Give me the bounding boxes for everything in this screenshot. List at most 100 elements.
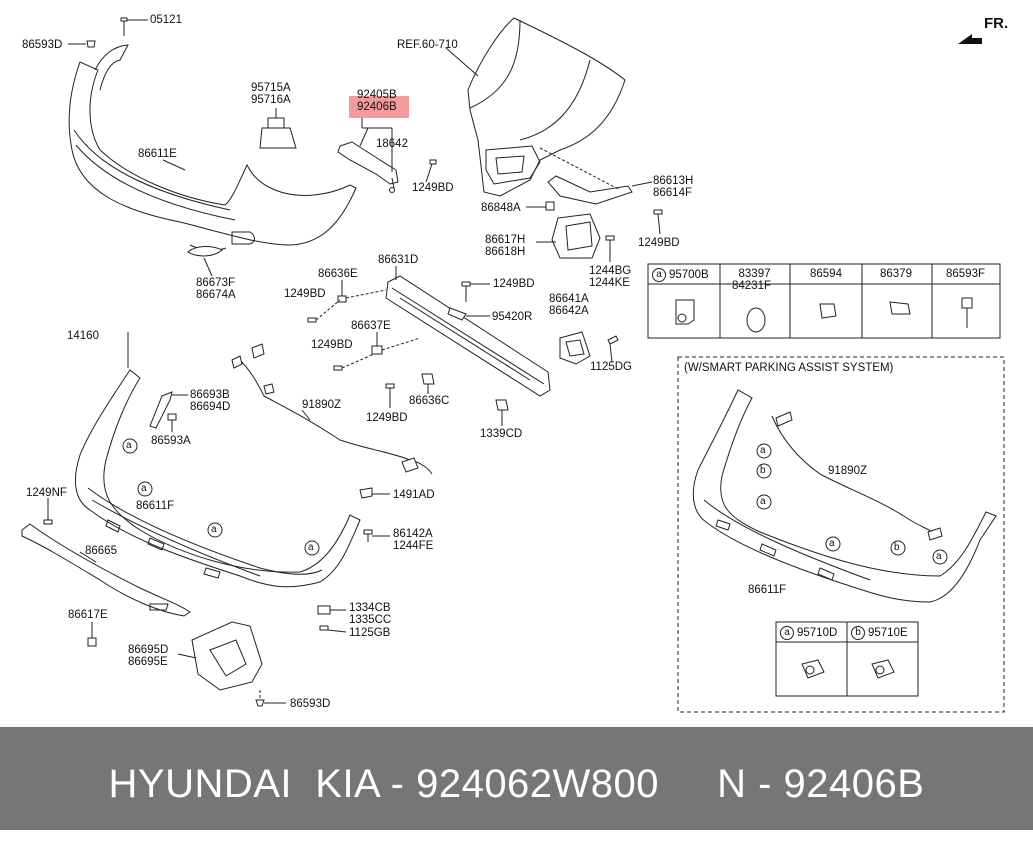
- bolt-1244bg: [605, 235, 615, 262]
- spas-bumper: [692, 389, 997, 603]
- part-label-1244ke: 1244KE: [589, 277, 630, 289]
- selected-part-highlight: [349, 96, 409, 118]
- part-label-92406b: 92406B: [357, 101, 397, 113]
- part-label-1249bd-a: 1249BD: [412, 182, 454, 194]
- rear-body-panel: [445, 17, 626, 197]
- part-label-86695e: 86695E: [128, 656, 168, 668]
- spas-cell-label: 95710D: [797, 627, 838, 640]
- clip-1334cb: [317, 605, 346, 615]
- bracket-86617h: [536, 213, 601, 259]
- spas-cell-label: 95710E: [868, 627, 908, 640]
- ref-label: REF.60-710: [397, 39, 458, 51]
- part-label-86617h: 86617H: [485, 234, 526, 246]
- part-label-86593a: 86593A: [151, 435, 191, 447]
- reflector: [187, 246, 223, 277]
- part-label-1244bg: 1244BG: [589, 265, 632, 277]
- spas-table-grid: [775, 621, 919, 697]
- part-label-92405b: 92405B: [357, 89, 397, 101]
- bracket-86641a: [559, 331, 591, 365]
- part-label-86618h: 86618H: [485, 246, 526, 258]
- part-label-86611e: 86611E: [138, 148, 177, 160]
- callout-letter: b: [894, 542, 900, 553]
- part-label-86631d: 86631D: [378, 254, 419, 266]
- wire-harness-91890z: [231, 343, 433, 475]
- side-bracket-86613h: [547, 175, 653, 205]
- part-label-86641a: 86641A: [549, 293, 589, 305]
- callout-letter: a: [760, 496, 766, 507]
- part-label-86637e: 86637E: [351, 320, 391, 332]
- table-cell-label: 84231F: [732, 280, 772, 292]
- callout-letter: a: [652, 268, 666, 282]
- part-label-86614f: 86614F: [653, 187, 693, 199]
- part-label-1491ad: 1491AD: [393, 489, 435, 501]
- bolt-1249nf: [43, 498, 53, 525]
- plug-icon-86379: [889, 301, 911, 315]
- callout-letter: a: [141, 483, 147, 494]
- parts-diagram: FR. REF.60-710 05121 86593D 86611E 86673…: [21, 14, 1009, 713]
- part-label-86673f: 86673F: [196, 277, 236, 289]
- bolt-1249bd-d: [461, 281, 490, 302]
- bolt-1125gb: [319, 625, 347, 633]
- part-label-86665: 86665: [85, 545, 117, 557]
- bracket-92406b: [337, 118, 399, 193]
- callout-letter: a: [780, 626, 794, 640]
- part-label-95716a: 95716A: [251, 94, 291, 106]
- clip-86637e: [371, 332, 421, 355]
- mud-guard-86695d: [177, 621, 263, 691]
- table-cell-86593f: 86593F: [946, 268, 986, 280]
- part-label-95420r: 95420R: [492, 311, 533, 323]
- part-label-14160: 14160: [67, 330, 99, 342]
- front-direction-label: FR.: [984, 15, 1009, 32]
- bolt-1125dg: [607, 335, 619, 363]
- sensor-icon-95710e: [871, 659, 895, 679]
- brand-part-number: HYUNDAI KIA - 924062W800: [108, 762, 660, 806]
- bolt-icon-86593f: [961, 297, 973, 328]
- clip-86617e: [87, 622, 97, 647]
- callout-letter: b: [851, 626, 865, 640]
- bolt-1249bd-b: [653, 209, 663, 235]
- part-label-86642a: 86642A: [549, 305, 589, 317]
- part-label-86142a: 86142A: [393, 528, 433, 540]
- clip-86636c: [421, 373, 435, 394]
- part-label-86694d: 86694D: [190, 401, 231, 413]
- part-label-86693b: 86693B: [190, 389, 230, 401]
- seal-icon-83397: [746, 307, 766, 333]
- part-label-86611f: 86611F: [136, 500, 175, 512]
- part-label-86695d: 86695D: [128, 644, 169, 656]
- part-label-86617e: 86617E: [68, 609, 108, 621]
- clip-86848a: [526, 201, 555, 211]
- bolt-1249bd-f: [385, 383, 395, 408]
- lower-bumper-cover-86611f: [74, 369, 361, 588]
- part-label-1249nf: 1249NF: [26, 487, 67, 499]
- screw-86142a: [363, 529, 390, 542]
- callout-letter: b: [760, 465, 766, 476]
- part-label-05121: 05121: [150, 14, 182, 26]
- bolt-1249bd-c: [307, 299, 341, 323]
- bolt-1249bd-a: [425, 159, 437, 183]
- part-label-86636c: 86636C: [409, 395, 450, 407]
- front-arrow-icon: [958, 34, 982, 44]
- part-number-footer: HYUNDAI KIA - 924062W800 N - 92406B: [0, 727, 1033, 830]
- sensor-icon-95700b: [675, 299, 695, 325]
- part-label-1249bd-d: 1249BD: [493, 278, 535, 290]
- part-label-1125dg: 1125DG: [590, 361, 632, 373]
- part-label-86674a: 86674A: [196, 289, 236, 301]
- bolt-05121: [120, 17, 148, 36]
- table-cell-86594: 86594: [810, 268, 842, 280]
- callout-letter: a: [211, 524, 217, 535]
- callout-letter: a: [760, 445, 766, 456]
- clip-86593d-bottom: [255, 690, 286, 707]
- part-label-1335cc: 1335CC: [349, 614, 392, 626]
- part-label-86613h: 86613H: [653, 175, 694, 187]
- part-label-86848a: 86848A: [481, 202, 521, 214]
- spas-box: [677, 356, 1005, 713]
- spas-callouts: [756, 443, 948, 565]
- spas-part-label-86611f: 86611F: [748, 584, 787, 596]
- callout-letter: a: [829, 538, 835, 549]
- part-label-1244fe: 1244FE: [393, 540, 434, 552]
- bolt-1249bd-e: [333, 353, 375, 371]
- part-label-1249bd-b: 1249BD: [638, 237, 680, 249]
- table-cell-86379: 86379: [880, 268, 912, 280]
